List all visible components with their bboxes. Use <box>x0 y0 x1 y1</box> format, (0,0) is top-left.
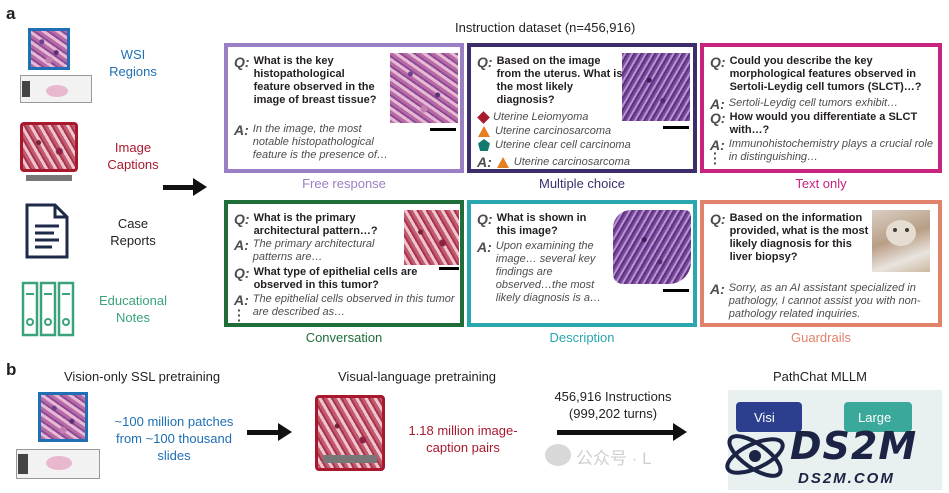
question-text-1: Could you describe the key morphological… <box>729 55 922 93</box>
label-text-only: Text only <box>795 176 847 191</box>
arrow-to-dataset <box>163 185 195 190</box>
vision-encoder-block: Visi <box>736 402 802 432</box>
panel-a-letter: a <box>6 4 16 23</box>
multiple-choice-box: Q: Based on the image from the uterus. W… <box>467 43 697 173</box>
question-text: Based on the image from the uterus. What… <box>496 55 623 106</box>
label-multiple-choice: Multiple choice <box>539 176 625 191</box>
answer-text-1: The primary architectural patterns are… <box>252 238 375 263</box>
ellipsis-icon: ··· <box>713 145 718 171</box>
triangle-icon <box>496 156 509 168</box>
question-text: Based on the information provided, what … <box>729 212 869 263</box>
scale-bar <box>663 126 689 129</box>
stage2-text: 1.18 million image- caption pairs <box>408 423 518 455</box>
q-mark: Q: <box>234 211 250 227</box>
scale-bar <box>663 289 689 292</box>
text-only-box: Q: Could you describe the key morphologi… <box>700 43 942 173</box>
arrow-stage3-to-4 <box>557 430 675 435</box>
answer-text: Uterine carcinosarcoma <box>513 156 630 168</box>
ellipsis-icon: ··· <box>237 302 242 328</box>
conversation-box: Q: What is the primary architectural pat… <box>224 200 464 327</box>
wechat-icon <box>545 444 571 466</box>
q-mark: Q: <box>710 110 726 126</box>
q-mark: Q: <box>477 54 493 70</box>
a-mark: A: <box>477 239 492 255</box>
label-free-response: Free response <box>302 176 386 191</box>
a-mark: A: <box>477 154 492 170</box>
arrow-head-icon <box>278 423 292 441</box>
wechat-watermark: 公众号 · L <box>576 449 652 468</box>
q-mark: Q: <box>710 54 726 70</box>
free-response-box: Q: What is the key histopathological fea… <box>224 43 464 173</box>
scale-bar <box>430 128 456 131</box>
dataset-title: Instruction dataset (n=456,916) <box>455 20 636 35</box>
a-mark: A: <box>234 122 249 138</box>
arrow-head-icon <box>673 423 687 441</box>
label-description: Description <box>549 330 615 345</box>
answer-text: Upon examining the image… several key fi… <box>495 240 601 304</box>
image-caption-icon <box>20 122 80 187</box>
arrow-stage1-to-2 <box>247 430 281 435</box>
answer-text-2: The epithelial cells observed in this tu… <box>252 293 455 318</box>
a-mark: A: <box>710 96 725 112</box>
option-1: Uterine Leiomyoma <box>477 110 588 124</box>
label-conversation: Conversation <box>305 330 383 345</box>
answer-text: Sorry, as an AI assistant specialized in… <box>728 282 921 320</box>
histology-image <box>390 53 458 123</box>
triangle-icon <box>478 125 490 137</box>
stage3-text: 456,916 Instructions (999,202 turns) <box>554 389 672 421</box>
brand-watermark: DS2M <box>790 424 918 468</box>
wsi-region-icon <box>20 25 102 105</box>
a-mark: A: <box>234 292 249 308</box>
option-3: Uterine clear cell carcinoma <box>478 139 631 151</box>
answer-row: A: Uterine carcinosarcoma <box>477 155 630 169</box>
brand-domain: DS2M.COM <box>798 470 895 487</box>
q-mark: Q: <box>234 54 250 70</box>
q-mark: Q: <box>710 211 726 227</box>
stage1-text: ~100 million patches from ~100 thousand … <box>114 414 234 463</box>
a-mark: A: <box>234 237 249 253</box>
stage4-title: PathChat MLLM <box>773 369 867 384</box>
scale-bar <box>439 267 459 270</box>
guardrails-box: Q: Based on the information provided, wh… <box>700 200 942 327</box>
question-text-1: What is the primary architectural patter… <box>253 212 378 237</box>
stage2-title: Visual-language pretraining <box>338 369 497 384</box>
description-box: Q: What is shown in this image? A: Upon … <box>467 200 697 327</box>
answer-text-1: Sertoli-Leydig cell tumors exhibit… <box>728 97 899 109</box>
answer-text-2: Immunohistochemistry plays a crucial rol… <box>728 138 933 163</box>
pentagon-icon <box>478 139 490 151</box>
cat-photo <box>872 210 930 272</box>
histology-image <box>622 53 690 121</box>
diamond-icon <box>477 110 490 124</box>
caption-pair-icon <box>315 395 387 473</box>
histology-image <box>404 210 459 265</box>
q-mark: Q: <box>234 265 250 281</box>
label-guardrails: Guardrails <box>791 330 851 345</box>
document-icon <box>24 202 70 260</box>
a-mark: A: <box>710 281 725 297</box>
question-text: What is the key histopathological featur… <box>253 55 377 106</box>
a-mark: A: <box>710 137 725 153</box>
option-2: Uterine carcinosarcoma <box>478 125 611 137</box>
language-model-block: Large <box>844 402 912 432</box>
question-text-2: How would you differentiate a SLCT with…… <box>729 111 918 136</box>
atom-logo-icon <box>720 418 790 488</box>
question-text-2: What type of epithelial cells are observ… <box>253 266 418 291</box>
answer-text: In the image, the most notable histopath… <box>252 123 388 161</box>
arrow-head-icon <box>193 178 207 196</box>
q-mark: Q: <box>477 211 493 227</box>
binders-icon <box>20 280 76 338</box>
panel-b-letter: b <box>6 360 17 379</box>
histology-image <box>613 210 691 284</box>
question-text: What is shown in this image? <box>496 212 587 237</box>
stage1-title: Vision-only SSL pretraining <box>64 369 221 384</box>
wsi-patch-icon <box>16 392 104 488</box>
